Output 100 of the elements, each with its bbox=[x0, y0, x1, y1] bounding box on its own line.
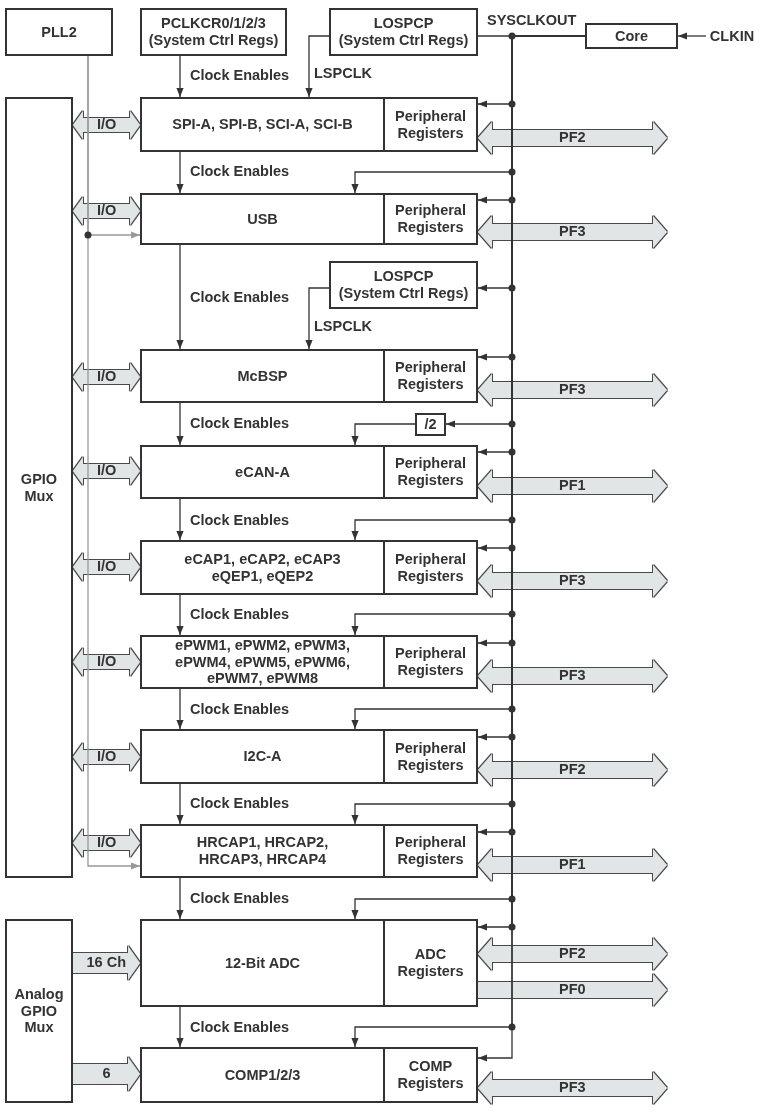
mux-box: GPIO Mux bbox=[5, 97, 73, 878]
node-title: PCLKCR0/1/2/3 bbox=[161, 15, 266, 32]
edge-label: PF3 bbox=[559, 1080, 586, 1096]
edge-label: PF1 bbox=[559, 478, 586, 494]
peripheral-box: ePWM1, ePWM2, ePWM3, ePWM4, ePWM5, ePWM6, ePWM7, ePWM8 bbox=[140, 635, 385, 689]
edge-label: Clock Enables bbox=[190, 513, 290, 529]
double-arrow bbox=[478, 374, 667, 406]
peripheral-box: eCAP1, eCAP2, eCAP3 eQEP1, eQEP2 bbox=[140, 540, 385, 595]
edge-label: Clock Enables bbox=[190, 702, 290, 718]
edge-label: Clock Enables bbox=[190, 891, 290, 907]
edge-label: PF2 bbox=[559, 946, 586, 962]
double-arrow bbox=[478, 470, 667, 502]
edge-label: PF1 bbox=[559, 857, 586, 873]
double-arrow bbox=[478, 1072, 667, 1104]
edge-label: PF3 bbox=[559, 382, 586, 398]
edge-label: I/O bbox=[97, 749, 117, 765]
block-arrow bbox=[478, 974, 667, 1006]
register-box: Peripheral Registers bbox=[383, 635, 478, 689]
arrow bbox=[176, 151, 184, 194]
arrow bbox=[176, 1006, 184, 1048]
cpu-core-box: Core bbox=[585, 23, 678, 49]
edge-label: Clock Enables bbox=[190, 68, 290, 84]
arrow bbox=[176, 877, 184, 920]
double-arrow bbox=[478, 754, 667, 786]
edge-label: LSPCLK bbox=[314, 319, 372, 335]
double-arrow bbox=[478, 849, 667, 881]
peripheral-box: 12-Bit ADC bbox=[140, 919, 385, 1007]
node-subtitle: (System Ctrl Regs) bbox=[148, 32, 279, 49]
block-arrow bbox=[73, 1057, 140, 1091]
edge-label: PF0 bbox=[559, 982, 586, 998]
edge-label: 6 bbox=[102, 1066, 111, 1082]
edge-label: I/O bbox=[97, 654, 117, 670]
arrow bbox=[351, 423, 416, 446]
edge-label: I/O bbox=[97, 835, 117, 851]
register-box bbox=[140, 8, 287, 56]
edge-label: SYSCLKOUT bbox=[487, 13, 577, 29]
edge-label: I/O bbox=[97, 559, 117, 575]
edge-label: LSPCLK bbox=[314, 66, 372, 82]
arrow bbox=[176, 783, 184, 825]
arrow bbox=[87, 55, 141, 870]
edge-label: I/O bbox=[97, 369, 117, 385]
edge-label: I/O bbox=[97, 203, 117, 219]
edge-label: PF2 bbox=[559, 762, 586, 778]
double-arrow bbox=[73, 111, 140, 139]
double-arrow bbox=[478, 660, 667, 692]
arrow bbox=[176, 498, 184, 541]
double-arrow bbox=[478, 938, 667, 970]
arrow bbox=[176, 688, 184, 730]
arrow bbox=[305, 287, 330, 350]
double-arrow bbox=[478, 122, 667, 154]
signal-label: CLKIN bbox=[706, 27, 758, 45]
edge-label: PF2 bbox=[559, 130, 586, 146]
pll-box: PLL2 bbox=[5, 8, 113, 56]
arrow bbox=[176, 55, 184, 98]
edge-label: Clock Enables bbox=[190, 416, 290, 432]
edge-label: PF3 bbox=[559, 224, 586, 240]
double-arrow bbox=[73, 648, 140, 676]
mux-box: Analog GPIO Mux bbox=[5, 919, 73, 1103]
double-arrow bbox=[73, 197, 140, 225]
double-arrow bbox=[478, 216, 667, 248]
double-arrow bbox=[73, 363, 140, 391]
double-arrow bbox=[73, 457, 140, 485]
peripheral-box: USB bbox=[140, 193, 385, 245]
node-title: LOSPCP bbox=[373, 15, 434, 32]
arrow bbox=[176, 594, 184, 636]
peripheral-box: eCAN-A bbox=[140, 445, 385, 499]
edge-label: Clock Enables bbox=[190, 1020, 290, 1036]
node-subtitle: (System Ctrl Regs) bbox=[338, 32, 469, 49]
peripheral-box: HRCAP1, HRCAP2, HRCAP3, HRCAP4 bbox=[140, 824, 385, 878]
register-box: Peripheral Registers bbox=[383, 540, 478, 595]
edge-label: Clock Enables bbox=[190, 607, 290, 623]
register-box bbox=[329, 261, 478, 309]
register-box: Peripheral Registers bbox=[383, 824, 478, 878]
edge-label: 16 Ch bbox=[86, 955, 126, 971]
arrow bbox=[176, 402, 184, 446]
register-box bbox=[329, 8, 478, 56]
arrow bbox=[305, 35, 330, 98]
double-arrow bbox=[478, 565, 667, 597]
peripheral-box: I2C-A bbox=[140, 729, 385, 784]
node-subtitle: (System Ctrl Regs) bbox=[338, 285, 469, 302]
register-box: Peripheral Registers bbox=[383, 445, 478, 499]
register-box: Peripheral Registers bbox=[383, 349, 478, 403]
edge-label: PF3 bbox=[559, 668, 586, 684]
register-box: ADC Registers bbox=[383, 919, 478, 1007]
block-arrow bbox=[73, 946, 140, 980]
edge-label: PF3 bbox=[559, 573, 586, 589]
edge-label: I/O bbox=[97, 117, 117, 133]
peripheral-box: SPI-A, SPI-B, SCI-A, SCI-B bbox=[140, 97, 385, 152]
double-arrow bbox=[73, 829, 140, 857]
edge-label: Clock Enables bbox=[190, 796, 290, 812]
register-box: Peripheral Registers bbox=[383, 97, 478, 152]
arrow bbox=[176, 244, 184, 350]
register-box: Peripheral Registers bbox=[383, 193, 478, 245]
double-arrow bbox=[73, 553, 140, 581]
double-arrow bbox=[73, 743, 140, 771]
register-box: COMP Registers bbox=[383, 1047, 478, 1103]
arrow bbox=[677, 32, 707, 40]
peripheral-box: COMP1/2/3 bbox=[140, 1047, 385, 1103]
edge-label: Clock Enables bbox=[190, 164, 290, 180]
node-title: LOSPCP bbox=[373, 268, 434, 285]
